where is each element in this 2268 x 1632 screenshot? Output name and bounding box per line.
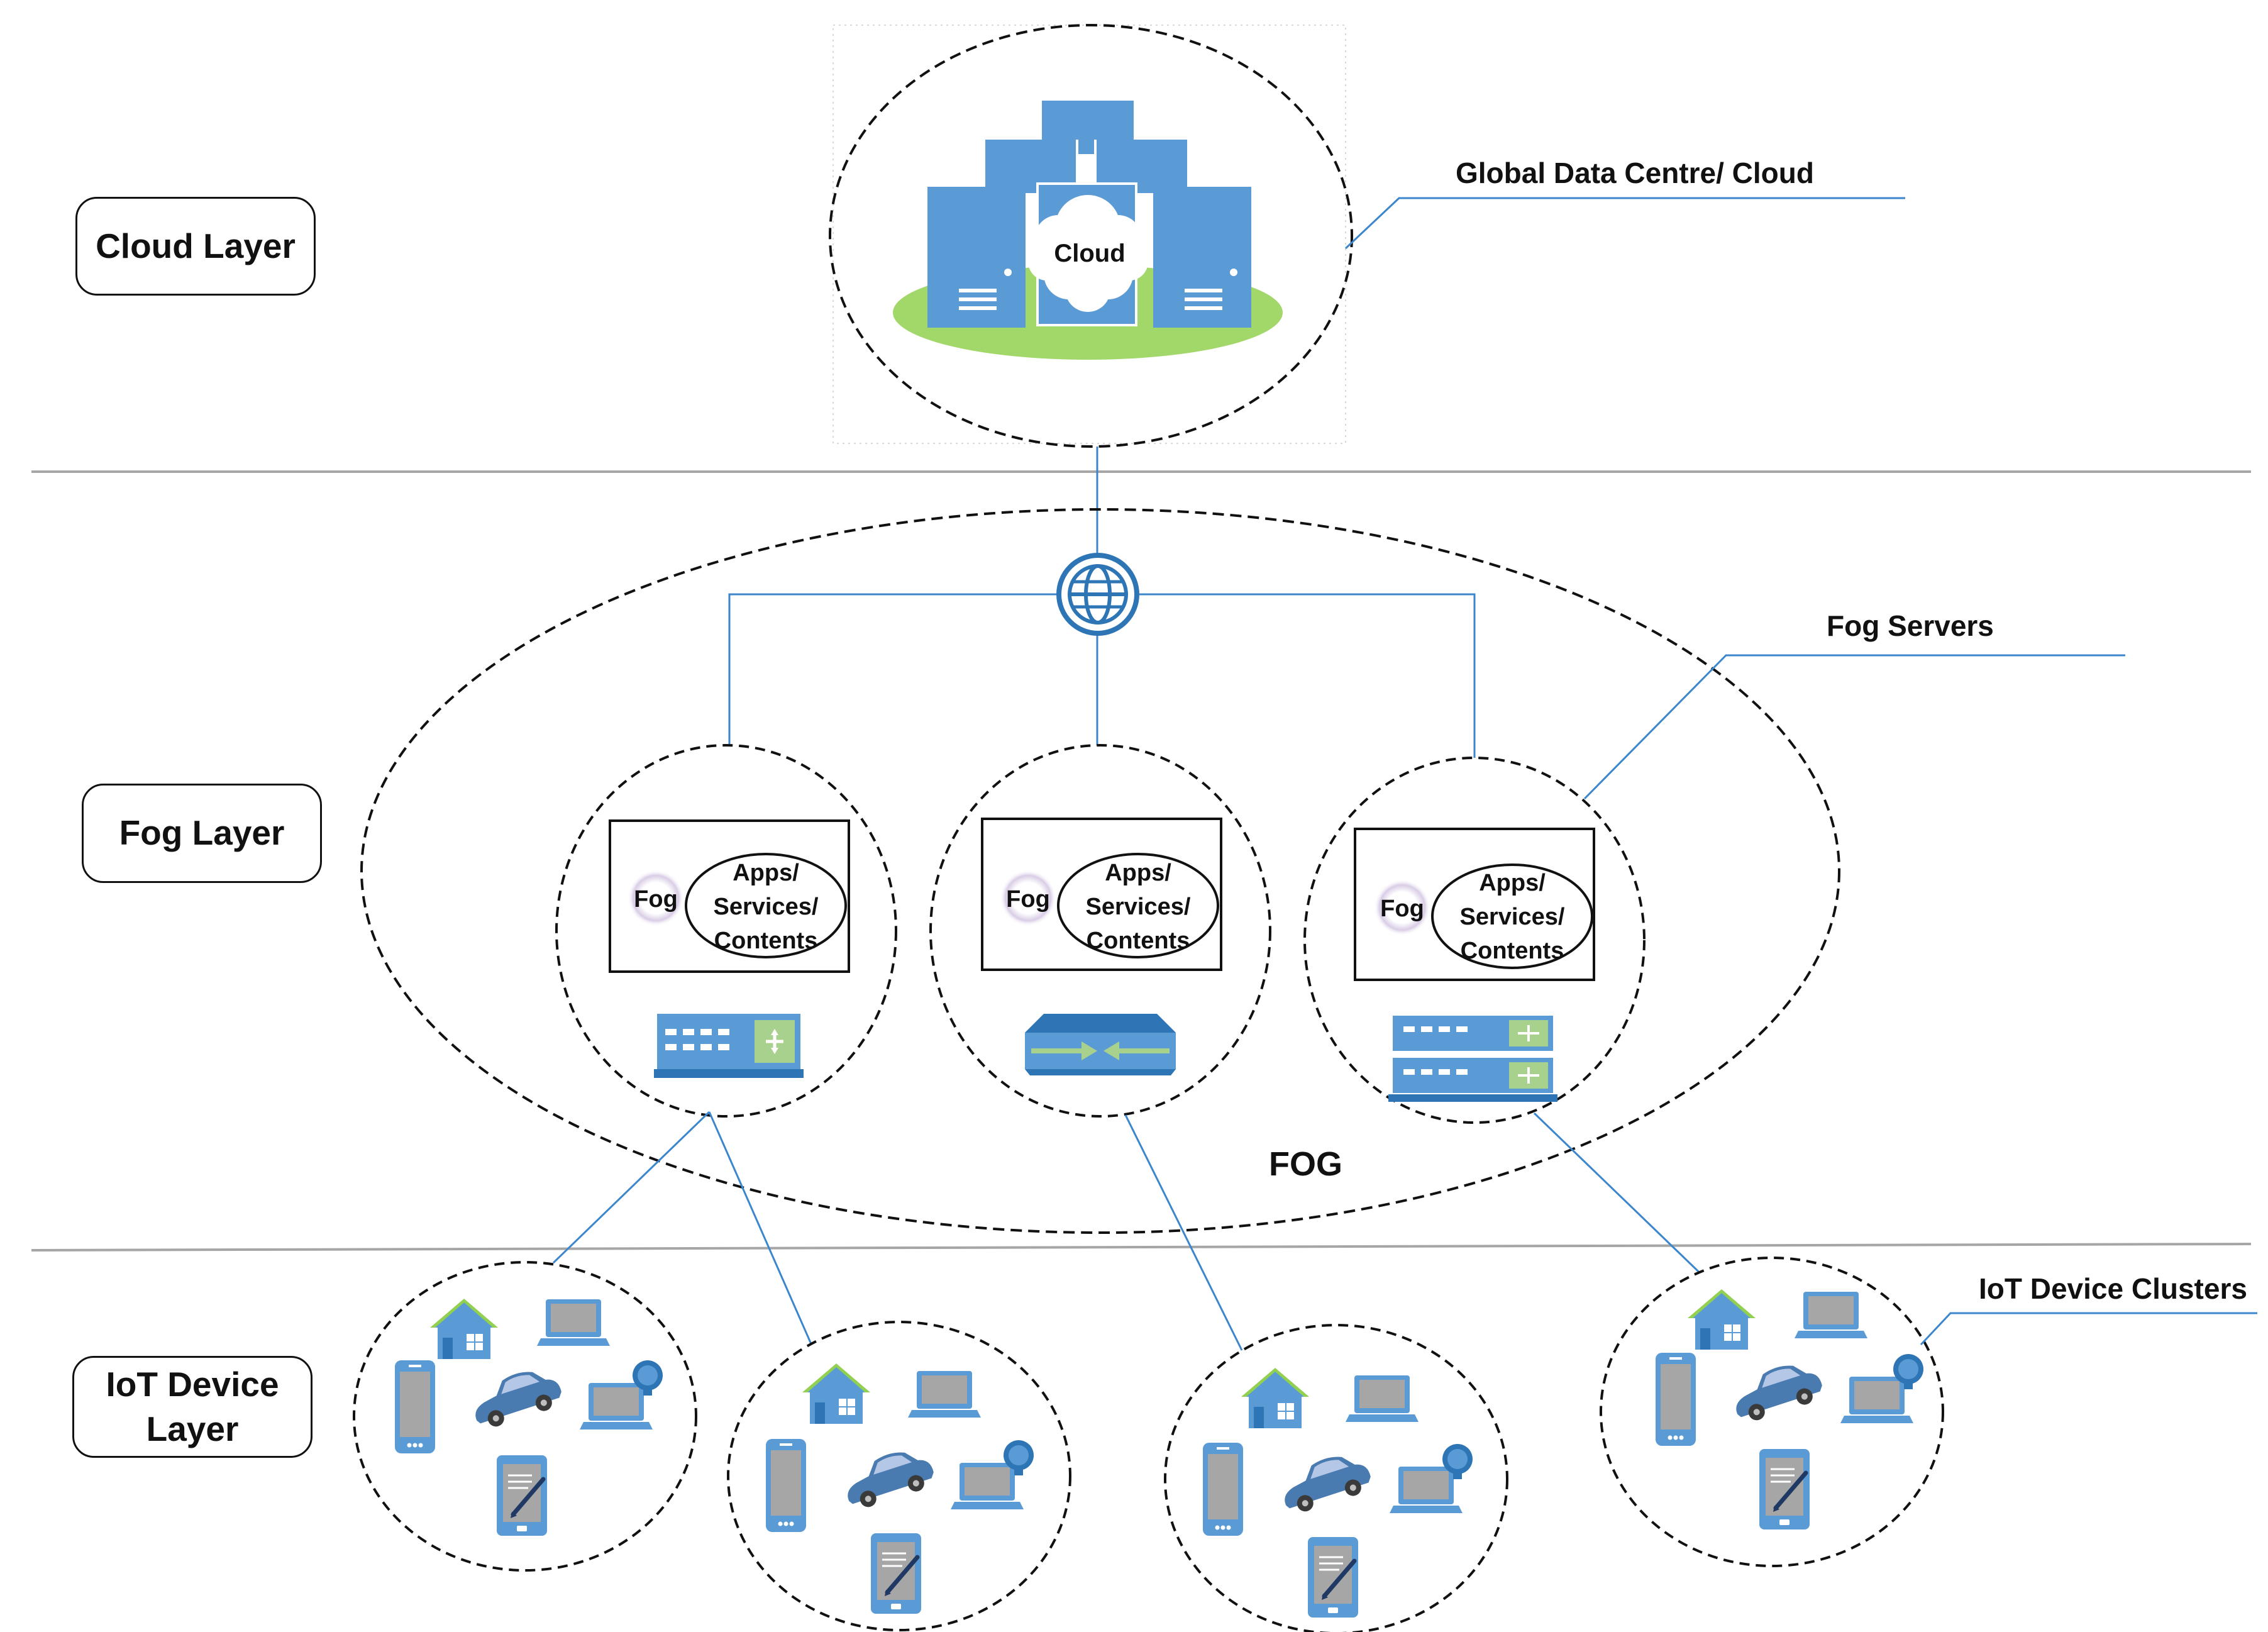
smartphone-icon — [766, 1439, 806, 1532]
smartphone-icon — [1656, 1353, 1696, 1446]
tablet-icon — [1759, 1449, 1810, 1529]
fog-servers-callout-text: Fog Servers — [1827, 609, 1994, 642]
iot-layer-text: IoT Device Layer — [106, 1364, 279, 1449]
fog-layer-text: Fog Layer — [119, 813, 285, 853]
fog-node-3-apps-line1: Apps/ — [1479, 870, 1546, 896]
separator-fog-iot — [31, 1243, 2252, 1252]
fog-node-1-apps-line3: Contents — [714, 928, 818, 954]
link-fog1-iot2 — [708, 1111, 812, 1345]
link-fog2-iot3 — [1124, 1114, 1243, 1351]
cloud-label: Cloud — [1054, 240, 1125, 267]
fog-node-2-apps-line2: Services/ — [1086, 894, 1191, 920]
cloud-layer-text: Cloud Layer — [96, 226, 296, 265]
iot-cluster-3 — [1164, 1324, 1508, 1632]
iot-layer-label: IoT Device Layer — [72, 1356, 313, 1458]
fog-region-boundary — [360, 508, 1840, 1234]
globe-icon — [1056, 553, 1139, 636]
fog-node-1: Fog Apps/ Services/ Contents — [555, 744, 897, 1118]
fog-node-3-apps-line3: Contents — [1461, 938, 1564, 964]
fog-node-1-apps-line1: Apps/ — [733, 860, 799, 886]
fog-node-3: Fog Apps/ Services/ Contents — [1303, 757, 1646, 1124]
fog-layer-label: Fog Layer — [82, 784, 322, 883]
fog-servers-callout-line — [1583, 654, 2125, 800]
fog-node-2-fog-label: Fog — [1006, 886, 1050, 913]
fog-node-1-apps-line2: Services/ — [714, 894, 819, 920]
fog-node-1-fog-label: Fog — [634, 886, 678, 913]
switch-icon — [654, 1014, 804, 1078]
iot-clusters-callout-text: IoT Device Clusters — [1979, 1272, 2247, 1305]
fog-region-label: FOG — [1269, 1145, 1342, 1183]
link-globe-fog-node-1 — [728, 593, 1056, 748]
cloud-shape — [1028, 195, 1148, 312]
smartphone-icon — [395, 1360, 435, 1453]
fog-node-2-apps-line1: Apps/ — [1105, 860, 1171, 886]
laptop-icon — [537, 1299, 610, 1346]
laptop-icon — [1795, 1292, 1867, 1338]
cloud-layer-label: Cloud Layer — [75, 197, 316, 296]
fog-node-2-apps-line3: Contents — [1087, 928, 1190, 954]
fog-node-2: Fog Apps/ Services/ Contents — [929, 744, 1271, 1118]
router-icon — [1025, 1014, 1176, 1075]
laptop-icon — [1346, 1375, 1419, 1422]
laptop-icon — [908, 1371, 981, 1418]
link-fog3-iot4 — [1533, 1112, 1712, 1284]
cloud-callout-line — [1344, 197, 1905, 250]
link-globe-fog-node-3 — [1139, 593, 1476, 758]
smartphone-icon — [1203, 1443, 1243, 1536]
cloud-boundary — [829, 24, 1353, 448]
iot-clusters-callout-line — [1920, 1312, 2257, 1346]
tablet-icon — [871, 1533, 921, 1614]
fog-node-3-fog-label: Fog — [1380, 896, 1424, 922]
fog-node-3-apps-line2: Services/ — [1460, 904, 1565, 930]
cloud-callout-text: Global Data Centre/ Cloud — [1456, 157, 1814, 189]
iot-cluster-1 — [353, 1261, 697, 1572]
tablet-icon — [497, 1455, 547, 1536]
tablet-icon — [1308, 1537, 1358, 1618]
link-fog1-iot1 — [552, 1111, 711, 1264]
iot-cluster-2 — [727, 1321, 1071, 1631]
iot-cluster-4 — [1600, 1257, 1944, 1567]
stacked-switch-icon — [1388, 1016, 1557, 1102]
